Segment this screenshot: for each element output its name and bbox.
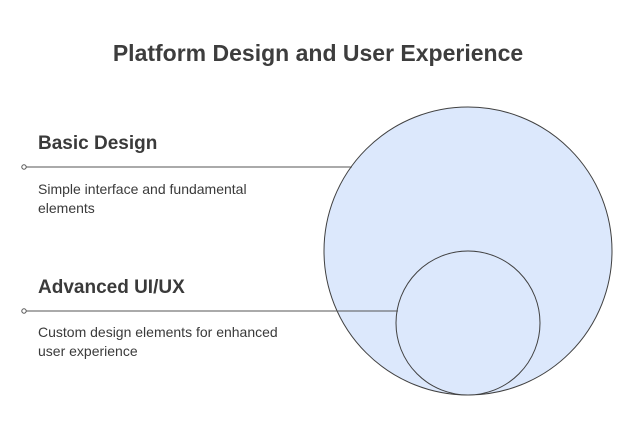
connector-dot-advanced-uiux xyxy=(21,308,27,314)
layer-description-advanced-uiux: Custom design elements for enhanced user… xyxy=(38,324,278,359)
layer-heading-advanced-uiux: Advanced UI/UX xyxy=(38,277,185,298)
layer-description-basic-design: Simple interface and fundamental element… xyxy=(38,181,247,216)
inner-circle-advanced-uiux xyxy=(395,250,541,396)
layer-heading-basic-design: Basic Design xyxy=(38,133,158,154)
connector-dot-basic-design xyxy=(21,164,27,170)
diagram-title: Platform Design and User Experience xyxy=(112,40,524,66)
